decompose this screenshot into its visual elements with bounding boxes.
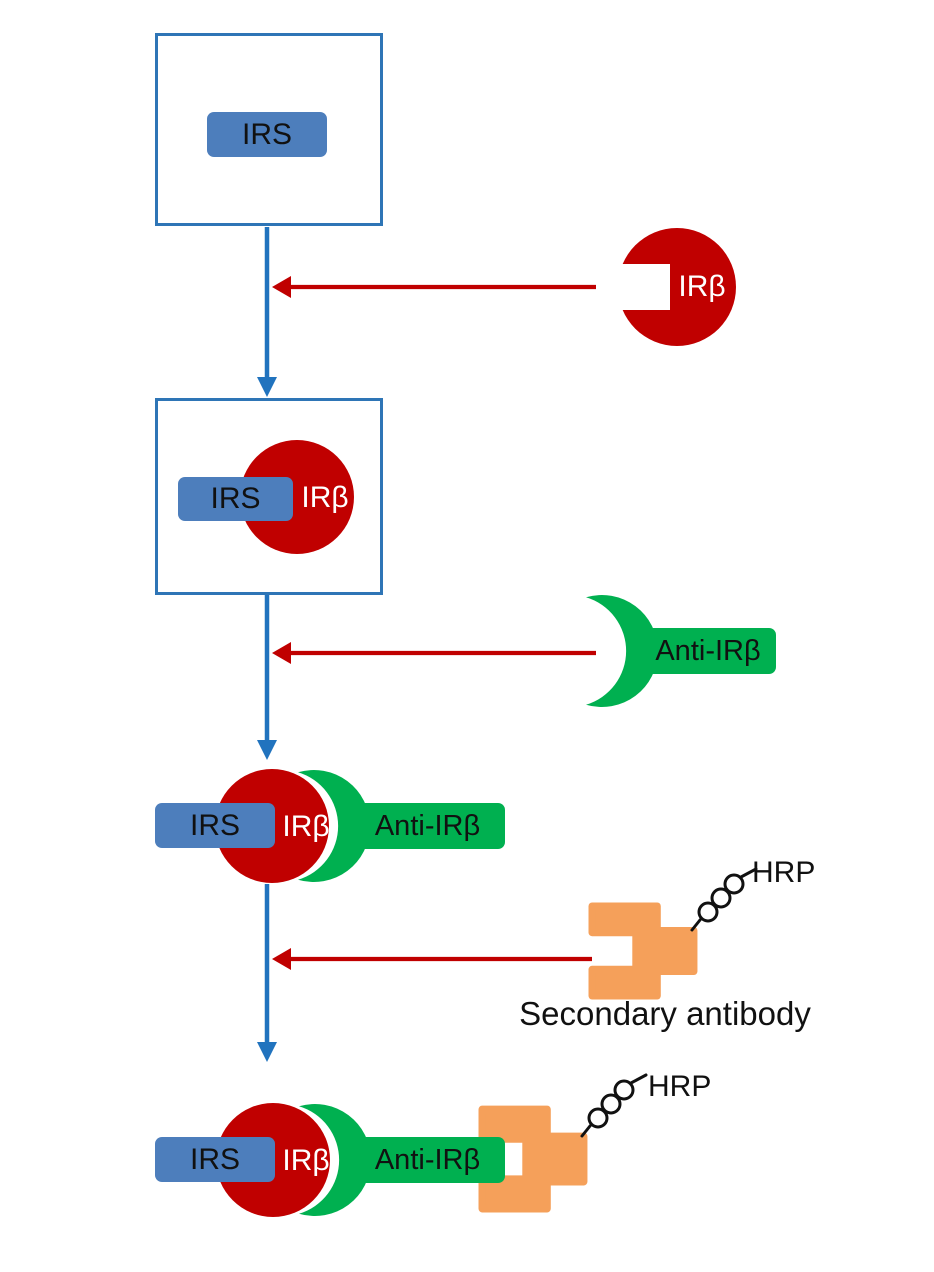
irb-label-text: IRβ [301, 481, 349, 514]
reagent-add-arrow-3 [272, 948, 592, 970]
anti-irb-antibody-shape [586, 595, 658, 707]
coil-loop [697, 901, 719, 923]
antibody-crescent [299, 1104, 371, 1216]
irb-label: IRβ [672, 267, 732, 307]
irb-label-text: IRβ [282, 1144, 330, 1177]
anti-irb-chip: Anti-IRβ [350, 803, 505, 849]
secondary-antibody-clamp [588, 902, 698, 1000]
irb-label: IRβ [276, 1141, 336, 1181]
anti-irb-label: Anti-IRβ [655, 634, 761, 667]
coil-loop [613, 1079, 635, 1101]
irs-label: IRS [189, 1142, 240, 1176]
irb-label: IRβ [295, 478, 355, 518]
coil-loop [710, 887, 732, 909]
hrp-coil [690, 867, 758, 932]
anti-irb-chip: Anti-IRβ [640, 628, 776, 674]
secondary-antibody-clamp [478, 1105, 588, 1213]
coil-loop [723, 873, 745, 895]
reagent-add-arrow-1 [272, 276, 596, 298]
irb-binding-notch [616, 264, 670, 310]
irs-label: IRS [210, 482, 261, 515]
antibody-crescent [298, 770, 370, 882]
workflow-down-arrow-2 [257, 595, 277, 760]
coil-loop [587, 1107, 609, 1129]
anti-irb-antibody-shape [298, 770, 370, 882]
reagent-add-arrow-2 [272, 642, 596, 664]
irb-label-text: IRβ [678, 270, 726, 303]
coil-tail [739, 867, 758, 879]
anti-irb-chip: Anti-IRβ [350, 1137, 505, 1183]
arrow-head [272, 948, 291, 970]
irs-protein-chip: IRS [178, 477, 293, 521]
irb-body [618, 228, 736, 346]
hrp-label: HRP [648, 1070, 712, 1103]
hrp-coil [580, 1073, 648, 1138]
antibody-crescent [586, 595, 658, 707]
arrow-head [257, 1042, 277, 1062]
hrp-label: HRP [752, 856, 816, 889]
arrow-head [272, 276, 291, 298]
anti-irb-antibody-shape [299, 1104, 371, 1216]
workflow-down-arrow-1 [257, 227, 277, 397]
secondary-antibody-shape [588, 902, 698, 1000]
workflow-down-arrow-3 [257, 884, 277, 1062]
irb-label-text: IRβ [282, 810, 330, 843]
irs-label: IRS [189, 808, 240, 842]
arrow-head [257, 740, 277, 760]
irs-protein-chip: IRS [207, 112, 327, 157]
secondary-antibody-shape [478, 1105, 588, 1213]
arrow-head [272, 642, 291, 664]
secondary-antibody-label: Secondary antibody [519, 995, 811, 1032]
anti-irb-label: Anti-IRβ [374, 809, 481, 842]
anti-irb-label: Anti-IRβ [374, 1143, 481, 1176]
irb-label: IRβ [276, 807, 336, 847]
irs-protein-chip: IRS [155, 1137, 275, 1182]
irs-label: IRS [241, 117, 292, 151]
coil-tail [580, 1124, 592, 1138]
arrow-head [257, 377, 277, 397]
irb-protein-shape [616, 228, 736, 346]
coil-tail [629, 1073, 648, 1085]
irs-protein-chip: IRS [155, 803, 275, 848]
coil-tail [690, 918, 702, 932]
coil-loop [600, 1093, 622, 1115]
